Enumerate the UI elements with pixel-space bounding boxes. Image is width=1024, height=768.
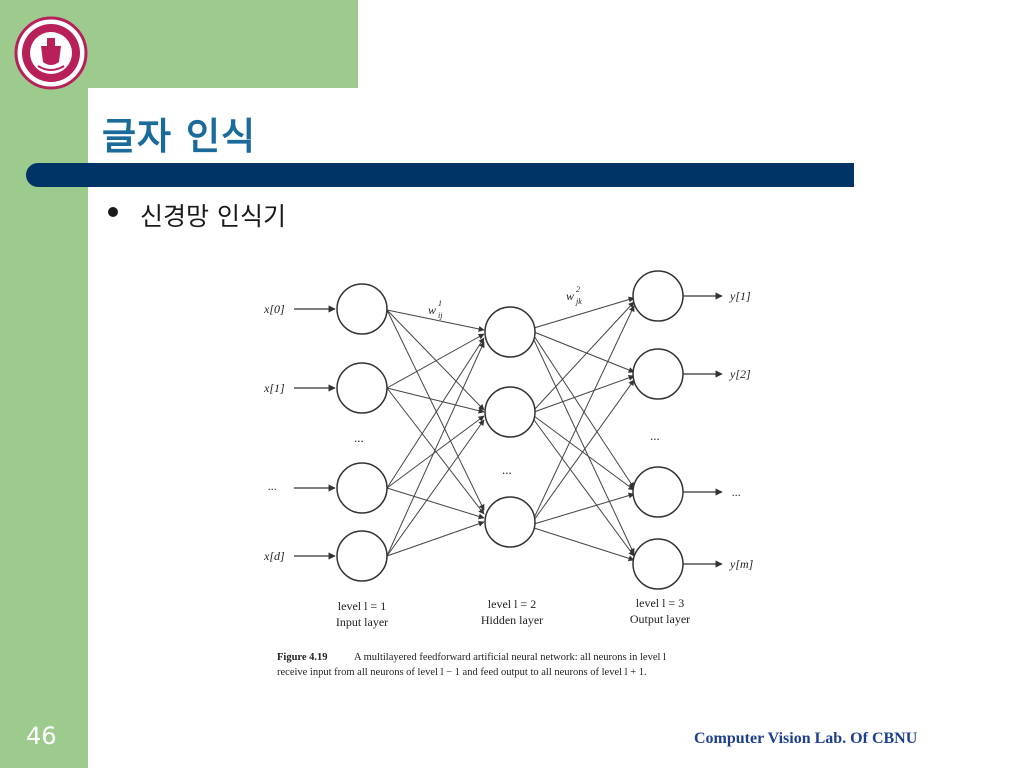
output-ellipsis-mid: ... bbox=[650, 428, 660, 443]
hidden-ellipsis: ... bbox=[502, 462, 512, 477]
output-label-2: y[2] bbox=[729, 367, 751, 381]
content-panel bbox=[88, 88, 1024, 768]
hidden-neurons bbox=[484, 306, 536, 548]
caption-label: Figure 4.19 bbox=[277, 652, 328, 663]
output-ellipsis-right: ... bbox=[732, 485, 741, 499]
weight-w1-sup: 1 bbox=[438, 299, 442, 308]
weight-w2-sub: jk bbox=[575, 297, 582, 306]
green-sidebar bbox=[0, 0, 88, 768]
output-label-m: y[m] bbox=[729, 557, 754, 571]
layer-3-name: Output layer bbox=[630, 612, 690, 626]
output-arrows bbox=[683, 292, 723, 568]
input-label-1: x[1] bbox=[263, 381, 285, 395]
neural-network-figure: x[0] x[1] ... x[d] y[1] y[2] ... y[m] ..… bbox=[263, 270, 754, 678]
weight-w2-sup: 2 bbox=[576, 285, 580, 294]
layer-1-name: Input layer bbox=[336, 615, 388, 629]
layer-1-level: level l = 1 bbox=[338, 599, 386, 613]
weight-w2: w bbox=[566, 289, 574, 303]
input-neurons bbox=[336, 283, 388, 582]
input-ellipsis-mid: ... bbox=[354, 430, 364, 445]
footer-text: Computer Vision Lab. Of CBNU bbox=[694, 730, 918, 747]
output-neurons bbox=[632, 270, 684, 590]
slide-number: 46 bbox=[26, 722, 57, 750]
university-seal-icon bbox=[14, 16, 88, 90]
bullet-text: 신경망 인식기 bbox=[140, 202, 286, 231]
output-label-1: y[1] bbox=[729, 289, 751, 303]
input-label-d: x[d] bbox=[263, 549, 285, 563]
layer-2-level: level l = 2 bbox=[488, 597, 536, 611]
weight-w1: w bbox=[428, 303, 436, 317]
slide-title: 글자 인식 bbox=[102, 115, 257, 158]
weight-w1-sub: ij bbox=[438, 311, 443, 320]
caption-line-2: receive input from all neurons of level … bbox=[277, 667, 647, 678]
title-underline-bar bbox=[26, 163, 854, 187]
input-ellipsis-left: ... bbox=[268, 479, 277, 493]
layer-2-name: Hidden layer bbox=[481, 613, 543, 627]
layer-3-level: level l = 3 bbox=[636, 596, 684, 610]
network-connections bbox=[386, 296, 635, 562]
input-arrows bbox=[294, 305, 336, 560]
caption-line-1: A multilayered feedforward artificial ne… bbox=[354, 652, 666, 663]
input-label-0: x[0] bbox=[263, 302, 285, 316]
bullet-dot bbox=[108, 207, 118, 217]
